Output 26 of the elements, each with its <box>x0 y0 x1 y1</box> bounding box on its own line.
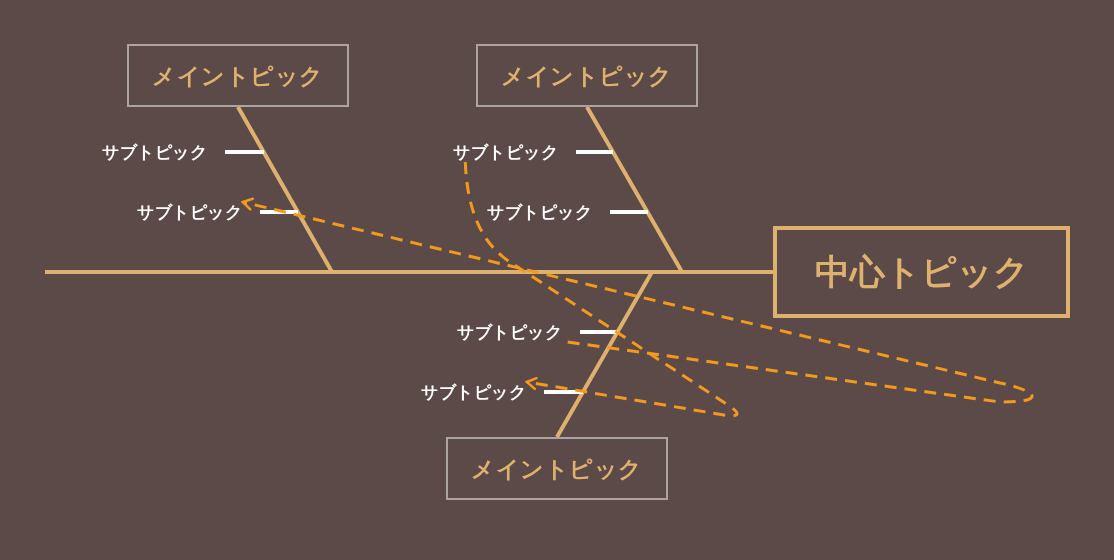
relationship-arrow <box>463 161 738 418</box>
subtopic-label: サブトピック <box>487 202 593 222</box>
branch-line <box>544 390 583 394</box>
topic-label: メイントピック <box>501 61 673 90</box>
topic-label: メイントピック <box>152 61 324 90</box>
central-topic-label: 中心トピック <box>814 252 1029 292</box>
branch-line <box>580 330 618 334</box>
relationship-arrow <box>241 197 1032 404</box>
subtopic-label: サブトピック <box>421 382 527 402</box>
topic-box <box>446 437 668 500</box>
branch-line <box>610 210 648 214</box>
spine-line <box>45 270 773 274</box>
subtopic-label: サブトピック <box>453 142 559 162</box>
central-topic-box <box>773 226 1070 318</box>
topic-label: メイントピック <box>471 454 643 483</box>
branch-line <box>576 150 613 154</box>
topic-box <box>476 44 698 107</box>
branch-line <box>260 210 298 214</box>
bone-line <box>555 271 654 438</box>
subtopic-label: サブトピック <box>137 202 243 222</box>
bone-line <box>236 106 334 273</box>
bone-line <box>585 106 684 273</box>
branch-line <box>225 150 264 154</box>
subtopic-label: サブトピック <box>102 142 208 162</box>
subtopic-label: サブトピック <box>457 322 563 342</box>
topic-box <box>127 44 349 107</box>
